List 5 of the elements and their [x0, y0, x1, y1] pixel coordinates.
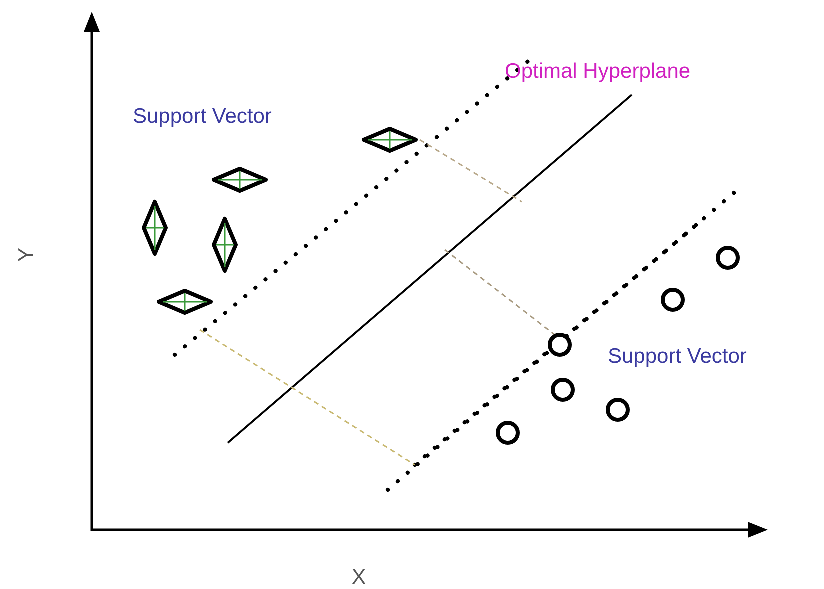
axis-label: Y [15, 248, 39, 262]
support-vector-label: Support Vector [608, 345, 747, 369]
support-vector-label: Support Vector [133, 105, 272, 129]
hyperplane-label: Optimal Hyperplane [505, 60, 691, 84]
axis-label: X [352, 566, 366, 589]
